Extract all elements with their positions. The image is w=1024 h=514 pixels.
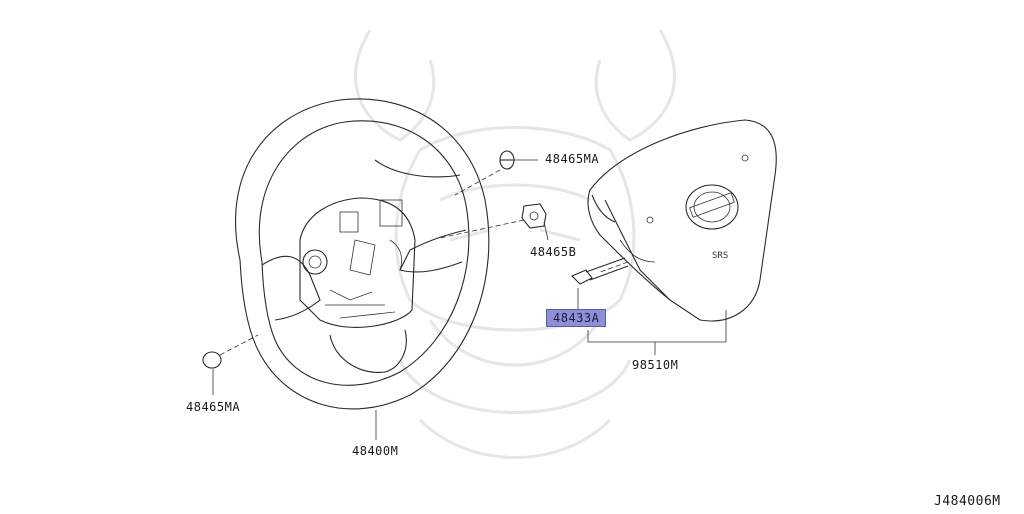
nut-48465B — [521, 203, 547, 229]
diagram-code: J484006M — [934, 494, 1001, 509]
callout-48400M[interactable]: 48400M — [352, 444, 399, 458]
callout-48465MA-top[interactable]: 48465MA — [545, 152, 600, 166]
airbag-module: SRS — [587, 119, 777, 322]
callout-48465MA-left[interactable]: 48465MA — [186, 400, 241, 414]
steering-wheel — [235, 98, 490, 410]
watermark-logo — [354, 29, 676, 459]
callout-48433A-highlighted[interactable]: 48433A — [546, 309, 607, 327]
callout-48465B[interactable]: 48465B — [530, 245, 577, 259]
bolt-48433A — [571, 257, 629, 285]
callout-98510M[interactable]: 98510M — [632, 358, 679, 372]
cap-left — [202, 351, 222, 369]
svg-text:SRS: SRS — [712, 251, 728, 261]
leader-lines — [212, 159, 727, 440]
cap-top — [499, 150, 515, 170]
